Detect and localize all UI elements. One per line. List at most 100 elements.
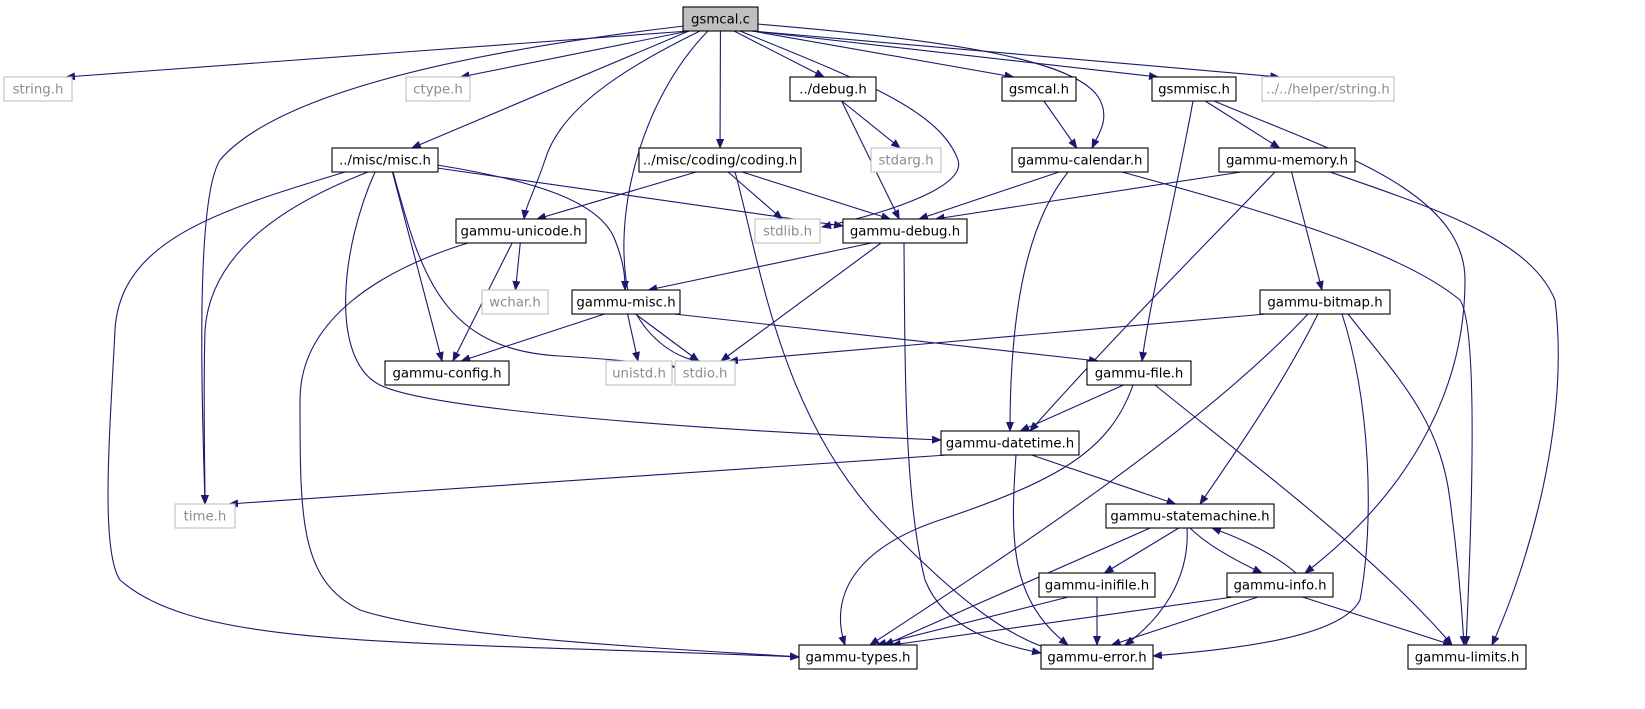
edge-gammu-debug-h-to-gammu-misc-h: [647, 242, 872, 293]
node-misc-h[interactable]: ../misc/misc.h: [331, 147, 439, 173]
edge-gammu-misc-h-to-gammu-file-h: [673, 313, 1099, 364]
nodes-layer: gsmcal.c string.h ctype.h ../debug.h gsmcal.…: [3, 6, 1527, 670]
node-box: [1086, 360, 1192, 386]
node-stdarg-h[interactable]: stdarg.h: [870, 147, 942, 173]
edge-misc-h-to-gammu-datetime-h: [345, 171, 942, 444]
node-helper-string-h[interactable]: ../../helper/string.h: [1261, 76, 1395, 102]
node-gammu-datetime-h[interactable]: gammu-datetime.h: [940, 430, 1080, 456]
edge-gsmcal-c-to-gammu-calendar-h: [756, 23, 1105, 149]
edge-gsmcal-h-to-gammu-calendar-h: [1043, 100, 1078, 149]
edge-gsmmisc-h-to-gammu-info-h: [1213, 100, 1466, 574]
node-label: gammu-statemachine.h: [1110, 510, 1269, 525]
node-gammu-info-h[interactable]: gammu-info.h: [1226, 572, 1334, 598]
node-box: [405, 76, 471, 102]
node-label: gammu-bitmap.h: [1267, 296, 1382, 311]
node-debug-h[interactable]: ../debug.h: [789, 76, 877, 102]
edge-gammu-bitmap-h-to-gammu-error-h: [1152, 313, 1369, 660]
edge-gammu-inifile-h-to-gammu-types-h: [876, 596, 1069, 647]
node-box: [455, 218, 587, 244]
node-gammu-inifile-h[interactable]: gammu-inifile.h: [1038, 572, 1156, 598]
node-box: [331, 147, 439, 173]
node-gammu-limits-h[interactable]: gammu-limits.h: [1407, 644, 1527, 670]
edge-gammu-file-h-to-gammu-types-h: [838, 384, 1134, 646]
edge-gammu-memory-h-to-gammu-debug-h: [934, 171, 1242, 222]
node-time-h[interactable]: time.h: [174, 503, 236, 529]
edge-gsmcal-c-to-gammu-unicode-h: [521, 30, 701, 220]
edge-gammu-memory-h-to-gammu-datetime-h: [1029, 171, 1276, 432]
node-label: gammu-memory.h: [1226, 154, 1348, 169]
edge-gammu-info-h-to-gammu-error-h: [1110, 596, 1259, 646]
node-gammu-error-h[interactable]: gammu-error.h: [1040, 644, 1154, 670]
node-label: gsmmisc.h: [1158, 83, 1230, 98]
node-box: [1105, 503, 1275, 529]
node-coding-h[interactable]: ../misc/coding/coding.h: [638, 147, 802, 173]
edges-layer: [65, 23, 1559, 661]
edge-gammu-debug-h-to-gammu-error-h: [903, 242, 1042, 656]
node-box: [1218, 147, 1356, 173]
edge-gsmcal-c-to-helper-string-h: [751, 30, 1281, 81]
edge-gammu-unicode-h-to-wchar-h: [512, 242, 521, 291]
edge-gammu-datetime-h-to-gammu-statemachine-h: [1031, 454, 1177, 505]
node-gammu-unicode-h[interactable]: gammu-unicode.h: [455, 218, 587, 244]
node-stdlib-h[interactable]: stdlib.h: [754, 218, 821, 244]
edge-misc-h-to-gammu-config-h: [391, 171, 444, 362]
edge-gammu-calendar-h-to-gammu-limits-h: [1121, 171, 1473, 646]
edge-gammu-statemachine-h-to-gammu-error-h: [1124, 527, 1188, 646]
edge-gammu-misc-h-to-stdio-h: [635, 313, 700, 362]
node-box: [605, 360, 673, 386]
edge-gsmcal-c-to-misc-h: [410, 30, 690, 149]
node-label: gammu-config.h: [392, 367, 501, 382]
node-box: [1407, 644, 1527, 670]
node-box: [1001, 76, 1077, 102]
edge-gammu-memory-h-to-gammu-limits-h: [1329, 171, 1559, 646]
node-unistd-h[interactable]: unistd.h: [605, 360, 673, 386]
node-gammu-bitmap-h[interactable]: gammu-bitmap.h: [1259, 289, 1391, 315]
node-label: ../../helper/string.h: [1266, 83, 1390, 98]
edge-gammu-info-h-to-gammu-types-h: [890, 596, 1234, 648]
edge-gammu-bitmap-h-to-stdio-h: [728, 313, 1267, 365]
node-label: gsmcal.c: [691, 13, 750, 28]
edge-gammu-debug-h-to-stdio-h: [720, 242, 882, 362]
node-label: stdlib.h: [763, 225, 812, 240]
edge-gammu-info-h-to-gammu-limits-h: [1302, 596, 1453, 647]
node-label: ../misc/misc.h: [339, 154, 431, 169]
node-gammu-debug-h[interactable]: gammu-debug.h: [842, 218, 968, 244]
node-gammu-config-h[interactable]: gammu-config.h: [384, 360, 510, 386]
node-label: stdio.h: [683, 367, 728, 382]
edge-gammu-bitmap-h-to-gammu-limits-h: [1347, 313, 1468, 646]
edge-gammu-unicode-h-to-gammu-types-h: [299, 242, 800, 661]
node-gsmcal-c[interactable]: gsmcal.c: [682, 6, 759, 32]
node-string-h[interactable]: string.h: [3, 76, 73, 102]
edge-gammu-misc-h-to-gammu-config-h: [460, 313, 605, 362]
node-gammu-calendar-h[interactable]: gammu-calendar.h: [1011, 147, 1149, 173]
node-box: [682, 6, 759, 32]
node-gammu-file-h[interactable]: gammu-file.h: [1086, 360, 1192, 386]
edge-gsmcal-c-to-time-h: [200, 25, 685, 505]
node-gammu-statemachine-h[interactable]: gammu-statemachine.h: [1105, 503, 1275, 529]
node-gammu-misc-h[interactable]: gammu-misc.h: [571, 289, 681, 315]
node-gsmmisc-h[interactable]: gsmmisc.h: [1151, 76, 1237, 102]
node-box: [1038, 572, 1156, 598]
node-box: [384, 360, 510, 386]
edge-gsmcal-c-to-ctype-h: [459, 30, 690, 80]
edge-gammu-misc-h-to-unistd-h: [627, 313, 640, 362]
node-gammu-memory-h[interactable]: gammu-memory.h: [1218, 147, 1356, 173]
node-label: gammu-debug.h: [850, 225, 960, 240]
node-label: time.h: [184, 510, 227, 525]
edge-gammu-bitmap-h-to-gammu-types-h: [869, 313, 1309, 646]
node-gammu-types-h[interactable]: gammu-types.h: [798, 644, 918, 670]
node-box: [3, 76, 73, 102]
node-stdio-h[interactable]: stdio.h: [674, 360, 736, 386]
node-box: [1259, 289, 1391, 315]
node-box: [571, 289, 681, 315]
node-gsmcal-h[interactable]: gsmcal.h: [1001, 76, 1077, 102]
edge-gammu-bitmap-h-to-gammu-statemachine-h: [1199, 313, 1319, 505]
edge-misc-h-to-gammu-misc-h: [436, 164, 629, 291]
edge-gsmcal-c-to-gsmmisc-h: [751, 30, 1159, 80]
node-ctype-h[interactable]: ctype.h: [405, 76, 471, 102]
node-label: gammu-info.h: [1233, 579, 1326, 594]
node-label: gammu-calendar.h: [1018, 154, 1143, 169]
node-wchar-h[interactable]: wchar.h: [481, 289, 549, 315]
node-label: ../misc/coding/coding.h: [643, 154, 797, 169]
